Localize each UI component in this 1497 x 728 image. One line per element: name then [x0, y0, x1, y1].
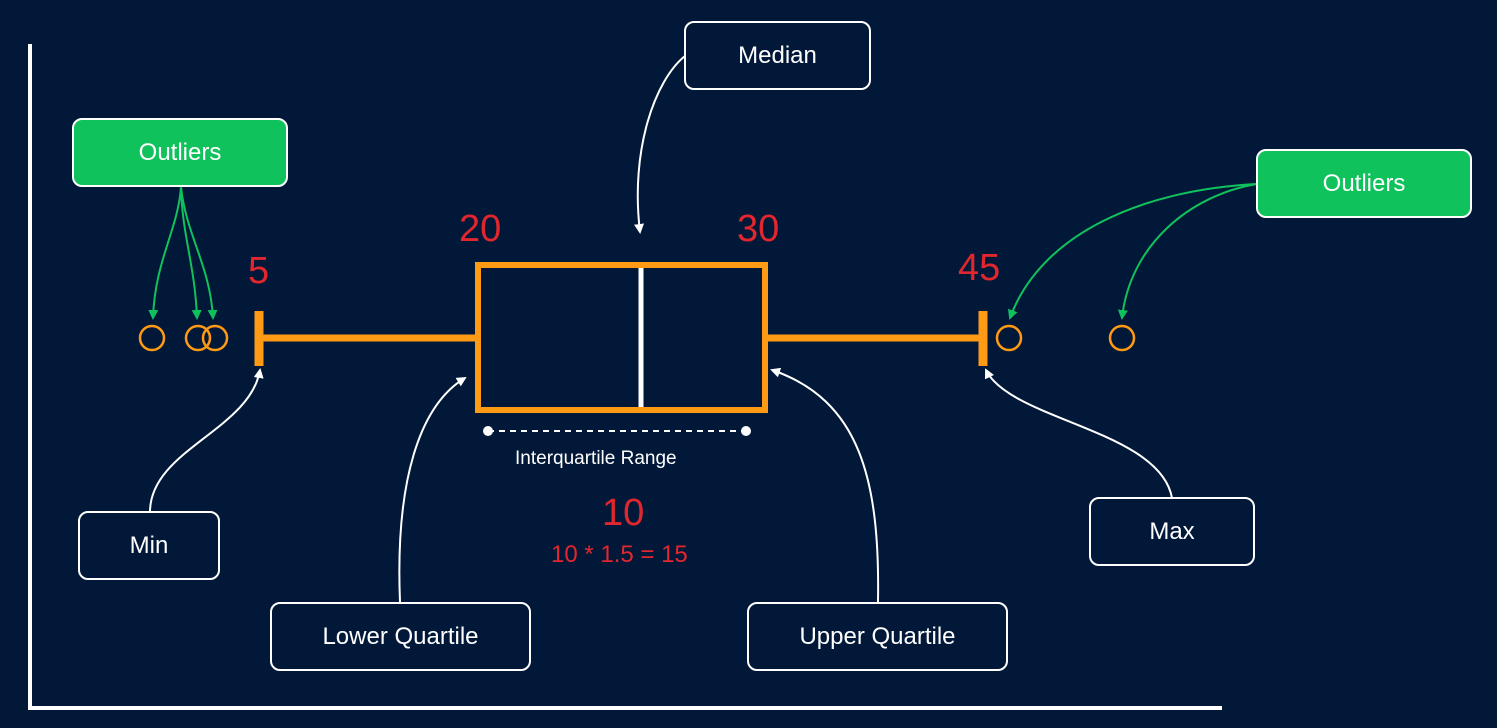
iqr-label: Interquartile Range: [515, 448, 677, 469]
iqr-endpoint: [741, 426, 751, 436]
outlier-point: [138, 324, 166, 352]
outlier-arrow: [148, 186, 182, 320]
lower-quartile-arrow: [398, 376, 467, 603]
outlier-arrow: [1008, 183, 1258, 320]
upper-quartile-arrow: [770, 367, 880, 603]
median-label: Median: [684, 21, 871, 90]
outlier-point: [995, 324, 1023, 352]
outlier-arrow: [180, 186, 202, 320]
outlier-point: [184, 324, 212, 352]
min-value: 5: [248, 250, 270, 292]
median-arrow: [634, 55, 686, 234]
q1-value: 20: [459, 208, 502, 250]
iqr-endpoint: [483, 426, 493, 436]
outlier-point: [201, 324, 229, 352]
outliers-right-label: Outliers: [1256, 149, 1472, 218]
iqr-box: [475, 262, 768, 413]
iqr-calculation: 10 * 1.5 = 15: [551, 541, 688, 568]
min-arrow: [149, 368, 264, 513]
outlier-point: [1108, 324, 1136, 352]
outliers-left-label: Outliers: [72, 118, 288, 187]
max-value: 45: [958, 247, 1001, 289]
q3-value: 30: [737, 208, 780, 250]
max-label: Max: [1089, 497, 1255, 566]
outlier-arrow: [180, 186, 218, 320]
outlier-arrow: [1117, 183, 1258, 320]
upper-quartile-label: Upper Quartile: [747, 602, 1008, 671]
min-label: Min: [78, 511, 220, 580]
iqr-value: 10: [602, 492, 645, 534]
lower-quartile-label: Lower Quartile: [270, 602, 531, 671]
max-arrow: [984, 368, 1173, 499]
